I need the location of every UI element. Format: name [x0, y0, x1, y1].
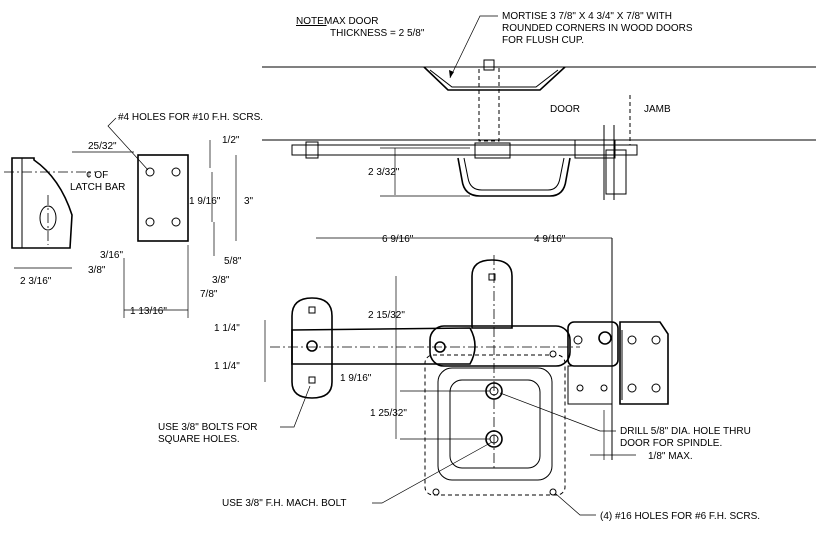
latch-bar-label: LATCH BAR: [70, 182, 125, 193]
square-hole: [308, 306, 316, 314]
mortise-note-line2: ROUNDED CORNERS IN WOOD DOORS: [502, 23, 693, 34]
fh-bolt-leader: [372, 441, 493, 504]
latch-bar: [291, 327, 476, 365]
dim-5-8-text: 5/8": [224, 256, 242, 267]
note-block: NOTE: MAX DOOR THICKNESS = 2 5/8": [296, 16, 425, 39]
drill-note-line1: DRILL 5/8" DIA. HOLE THRU: [620, 426, 751, 437]
bolts-leader: [280, 385, 311, 428]
holes-10-label: #4 HOLES FOR #10 F.H. SCRS.: [118, 112, 263, 123]
square-hole: [308, 376, 316, 384]
dim-1-1-4-b-text: 1 1/4": [214, 361, 240, 372]
latch-bar-end-view: ¢ OF LATCH BAR 2 3/16": [4, 157, 125, 287]
flush-cup-inner: [449, 379, 541, 469]
holes-6-note: (4) #16 HOLES FOR #6 F.H. SCRS.: [600, 511, 760, 522]
dim-1-2-text: 1/2": [222, 135, 240, 146]
latch-bar-side: [291, 144, 638, 156]
mortise-note: MORTISE 3 7/8" X 4 3/4" X 7/8" WITH ROUN…: [449, 11, 693, 79]
dim-2-15-32-text: 2 15/32": [368, 310, 405, 321]
end-view-slot: [39, 205, 57, 231]
jamb-bracket-side: [605, 149, 627, 195]
dim-1-25-32-text: 1 25/32": [370, 408, 407, 419]
dim-3-8-a-text: 3/8": [88, 265, 106, 276]
fh-bolt-note: USE 3/8" F.H. MACH. BOLT: [222, 498, 347, 509]
dim-25-32-text: 25/32": [88, 141, 117, 152]
holes-6-leader: [555, 493, 596, 516]
dim-2-3-32-text: 2 3/32": [368, 167, 400, 178]
square-hole: [488, 273, 496, 281]
screw-hole: [145, 217, 155, 227]
drill-note-line2: DOOR FOR SPINDLE.: [620, 438, 722, 449]
mortise-arrowhead: [449, 70, 454, 78]
dim-2-3-16-text: 2 3/16": [20, 276, 52, 287]
strike-hole: [627, 335, 637, 345]
hub-hole: [434, 341, 446, 353]
note-text-line2: THICKNESS = 2 5/8": [330, 28, 425, 39]
bolts-note-line2: SQUARE HOLES.: [158, 434, 240, 445]
dim-1-13-16-text: 1 13/16": [130, 306, 167, 317]
mortise-leader: [449, 15, 498, 79]
dim-1-9-16-text: 1 9/16": [189, 196, 221, 207]
hub-side: [474, 142, 511, 159]
flush-cup-outer: [437, 367, 553, 481]
jamb-label: JAMB: [644, 104, 671, 115]
mortise-note-line1: MORTISE 3 7/8" X 4 3/4" X 7/8" WITH: [502, 11, 672, 22]
strike-hole: [651, 335, 661, 345]
mount-screw-hole: [549, 488, 557, 496]
handle-profile-inner: [463, 157, 565, 191]
end-view-outline: [11, 157, 73, 249]
latch-plate-detail: #4 HOLES FOR #10 F.H. SCRS. 25/32" 1/2" …: [72, 112, 263, 318]
jamb-strike: [619, 321, 669, 405]
latch-plate-outline: [137, 154, 189, 242]
dim-1-8-max-text: 1/8" MAX.: [648, 451, 693, 462]
dim-3-16-text: 3/16": [100, 250, 123, 261]
strike-hole: [627, 383, 637, 393]
pivot-hole: [306, 340, 318, 352]
note-label: NOTE:: [296, 16, 327, 27]
keeper-hole: [573, 335, 583, 345]
dim-3-text: 3": [244, 196, 254, 207]
spindle-cap: [483, 59, 495, 71]
mount-screw-hole: [432, 488, 440, 496]
top-lug: [471, 259, 513, 329]
strike-hole: [651, 383, 661, 393]
door-label: DOOR: [550, 104, 580, 115]
mortise-note-line3: FOR FLUSH CUP.: [502, 35, 584, 46]
dim-4-9-16-text: 4 9/16": [534, 234, 566, 245]
dim-7-8-text: 7/8": [200, 289, 218, 300]
holes-10-leader: [107, 117, 149, 171]
hub-plate: [429, 325, 571, 367]
bolts-note-line1: USE 3/8" BOLTS FOR: [158, 422, 258, 433]
flush-cup-inner: [429, 69, 559, 88]
keeper: [567, 321, 619, 367]
handle-profile: [457, 157, 571, 197]
keeper-side: [574, 139, 616, 159]
dim-3-8-b-text: 3/8": [212, 275, 230, 286]
keeper-hole: [576, 384, 584, 392]
flush-cup-outline: [423, 66, 566, 91]
screw-hole: [171, 167, 181, 177]
dim-6-9-16-text: 6 9/16": [382, 234, 414, 245]
dim-1-1-4-a-text: 1 1/4": [214, 323, 240, 334]
mortise-outline: [424, 354, 566, 496]
mount-screw-hole: [549, 350, 557, 358]
drill-leader: [499, 392, 616, 432]
spindle-hidden: [478, 66, 500, 142]
note-text-line1: MAX DOOR: [324, 16, 378, 27]
dim-1-9-16-b-text: 1 9/16": [340, 373, 372, 384]
left-bracket: [291, 297, 333, 399]
left-bracket-side: [305, 141, 319, 159]
keeper-hole: [600, 384, 608, 392]
screw-hole: [171, 217, 181, 227]
keeper-pin: [598, 331, 612, 345]
front-view: 6 9/16" 4 9/16": [158, 234, 760, 522]
section-view: DOOR JAMB 2 3/32": [262, 59, 816, 200]
cl-of-label: ¢ OF: [86, 170, 108, 181]
